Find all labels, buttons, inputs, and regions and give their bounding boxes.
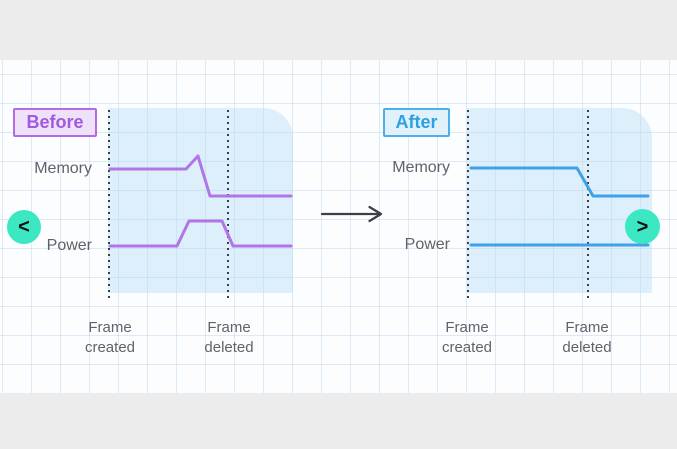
after-memory-label: Memory [392,159,450,176]
top-gray-band [0,0,677,60]
after-frame-deleted-marker-line [587,110,589,302]
grid-paper-background [0,60,677,393]
after-highlight-region [467,108,652,293]
after-frame-created-caption: Frame created [441,319,493,356]
after-frame-deleted-caption: Frame deleted [562,319,612,356]
before-power-label: Power [46,237,92,254]
after-power-label: Power [404,236,450,253]
prev-button[interactable]: < [7,210,41,244]
before-frame-created-marker-line [108,110,110,302]
after-label: After [383,108,450,137]
after-frame-created-marker-line [467,110,469,302]
before-label: Before [13,108,97,137]
bottom-gray-band [0,393,677,449]
before-frame-deleted-caption: Frame deleted [204,319,254,356]
next-button[interactable]: > [625,209,660,244]
before-memory-label: Memory [34,160,92,177]
before-highlight-region [108,108,293,293]
before-frame-created-caption: Frame created [84,319,136,356]
before-frame-deleted-marker-line [227,110,229,302]
